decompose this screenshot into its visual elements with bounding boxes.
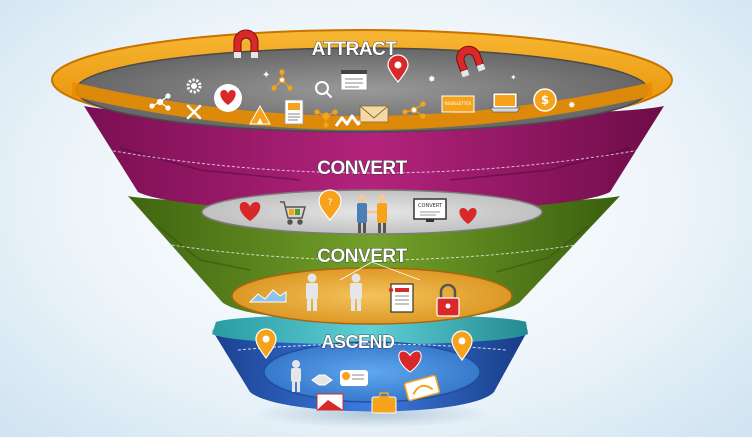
tag-icon [403, 374, 441, 402]
network-icon [271, 69, 293, 91]
gear-icon [186, 78, 202, 94]
stage-label-ascend: ASCEND [321, 332, 395, 352]
attract-icons: ✦ [149, 29, 576, 128]
person-icon [350, 273, 362, 311]
location-pin-icon [451, 330, 473, 362]
web-page-icon [340, 69, 368, 91]
heart-icon [214, 84, 242, 112]
share-network-icon [149, 93, 171, 111]
sparkle-icon: ✸ [428, 74, 436, 84]
ascend-level [212, 314, 528, 412]
envelope-icon [316, 393, 344, 411]
sparkle-icon: ✸ [568, 100, 576, 110]
heart-icon [398, 350, 422, 373]
lock-icon [436, 283, 460, 317]
dollar-coin-icon: $ [533, 88, 557, 112]
monitor-icon: CONVERT [413, 198, 447, 222]
newsletter-text: NEWSLETTER [445, 101, 472, 106]
location-pin-icon [255, 328, 277, 360]
briefcase-icon [371, 392, 397, 414]
convert-top-icons: ? CONVERT [239, 189, 477, 233]
person-icon [306, 273, 318, 311]
network-icon [314, 109, 338, 128]
monitor-screen-text: CONVERT [418, 203, 443, 209]
stage-label-attract: ATTRACT [312, 39, 398, 60]
chart-icon [248, 289, 287, 303]
stage-label-convert-2: CONVERT [317, 246, 407, 267]
share-network-icon [402, 101, 426, 119]
message-icon [340, 370, 368, 386]
shopping-cart-icon [280, 201, 306, 225]
location-pin-icon: ? [318, 189, 342, 221]
ascend-icons [255, 328, 473, 414]
tools-icon [186, 104, 202, 120]
handshake-people-icon [357, 194, 387, 233]
magnet-icon [233, 29, 259, 58]
person-icon [291, 360, 301, 392]
magnet-icon [456, 45, 486, 78]
heart-icon [459, 208, 477, 224]
blog-page-icon [284, 99, 304, 125]
svg-text:$: $ [541, 93, 549, 107]
tent-icon [249, 104, 271, 125]
svg-text:?: ? [328, 198, 333, 208]
location-pin-icon [387, 54, 409, 83]
sparkle-icon: ✦ [510, 73, 517, 82]
document-icon [388, 283, 414, 313]
email-icon [359, 105, 389, 123]
handshake-icon [311, 374, 333, 386]
newsletter-icon: NEWSLETTER [441, 95, 475, 113]
heart-icon [239, 202, 261, 221]
convert-bottom-icons [248, 261, 460, 317]
stage-label-convert-1: CONVERT [317, 158, 407, 179]
laptop-icon [489, 92, 521, 113]
sparkle-icon: ✦ [262, 70, 270, 81]
search-icon [315, 81, 332, 98]
